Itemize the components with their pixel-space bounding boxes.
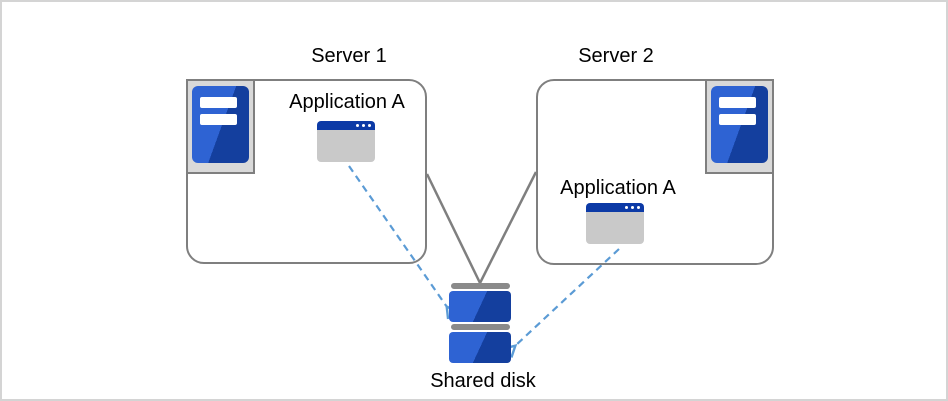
server2-application-label: Application A [560,177,676,199]
disk-band-icon [450,283,510,289]
shared-disk-label: Shared disk [430,370,536,392]
window-dot-icon [361,123,365,128]
app-window-titlebar [317,121,375,130]
tower-slot-icon [199,96,237,108]
app-window-body [317,130,375,162]
disk-band-icon [450,324,510,330]
window-dot-icon [367,123,371,128]
app-window-titlebar [586,203,644,212]
window-dot-icon [624,205,628,210]
app-window-body [586,212,644,244]
connector-server1-disk [425,173,482,284]
server2-tower-panel [705,79,774,174]
server-tower-icon [710,85,768,163]
server1-application-label: Application A [289,91,405,113]
window-buttons-icon [355,123,371,128]
window-dot-icon [630,205,634,210]
shared-disk-icon [449,283,511,363]
tower-slot-icon [199,113,237,125]
tower-slot-icon [718,96,756,108]
server2-label: Server 2 [578,45,654,67]
server-tower-icon [191,85,249,163]
window-dot-icon [355,123,359,128]
app-window-icon [317,121,375,162]
window-buttons-icon [624,205,640,210]
tower-slot-icon [718,113,756,125]
disk-platter-icon [449,332,511,363]
window-dot-icon [636,205,640,210]
disk-platter-icon [449,291,511,322]
server1-label: Server 1 [311,45,387,67]
server1-tower-panel [186,79,255,174]
app-window-icon [586,203,644,244]
